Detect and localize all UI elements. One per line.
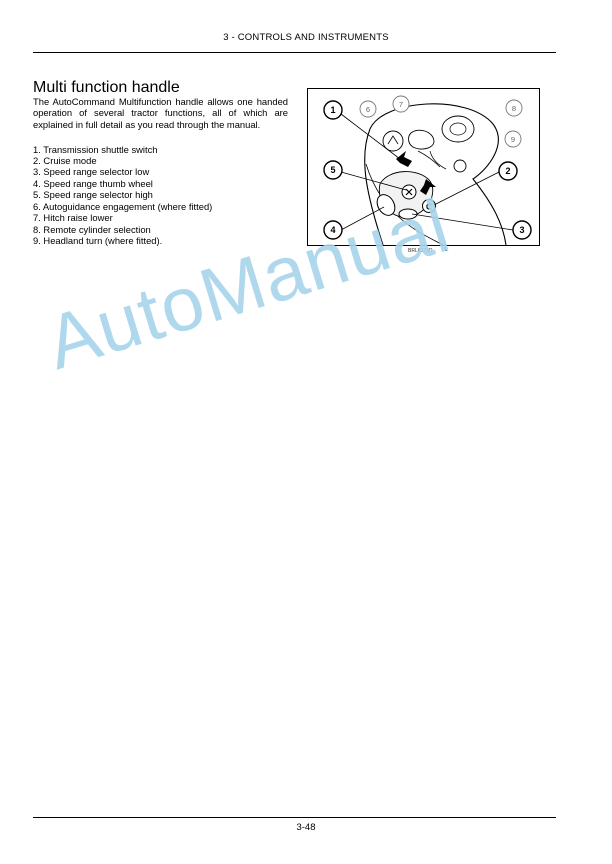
handle-illustration: C 1 2 3 4 5 — [307, 88, 540, 246]
list-item: 9. Headland turn (where fitted). — [33, 235, 163, 247]
callout-9 — [504, 130, 522, 148]
callout-1 — [323, 100, 343, 120]
list-item: 3. Speed range selector low — [33, 166, 150, 178]
list-item: 1. Transmission shuttle switch — [33, 143, 158, 155]
intro-paragraph: The AutoCommand Multifunction handle all… — [33, 96, 288, 130]
list-item: 8. Remote cylinder selection — [33, 223, 151, 235]
handle-drawing: C 1 2 3 4 5 — [323, 95, 532, 246]
list-item: 4. Speed range thumb wheel — [33, 177, 153, 189]
callout-label: 8 — [512, 104, 516, 113]
callout-label: 9 — [511, 135, 515, 144]
page-number: 3-48 — [296, 822, 316, 833]
figure-code: BRL6073D — [408, 248, 433, 254]
callout-label: 1 — [330, 105, 335, 115]
svg-text:C: C — [426, 203, 432, 212]
callout-label: 3 — [519, 225, 524, 235]
header-rule — [33, 52, 556, 53]
callout-7 — [392, 95, 410, 113]
callout-5 — [323, 160, 343, 180]
figure-number: 1 — [444, 247, 448, 253]
list-item: 6. Autoguidance engagement (where fitted… — [33, 200, 213, 212]
list-item: 7. Hitch raise lower — [33, 212, 113, 224]
callout-label: 2 — [505, 166, 510, 176]
callout-4 — [323, 220, 343, 240]
callout-label: 6 — [366, 105, 370, 114]
callout-label: 4 — [330, 225, 335, 235]
callout-label: 7 — [399, 100, 403, 109]
list-item: 5. Speed range selector high — [33, 189, 153, 201]
section-title: Multi function handle — [33, 78, 180, 96]
callout-6 — [359, 100, 377, 118]
callout-2 — [498, 161, 518, 181]
component-list: 1. Transmission shuttle switch 2. Cruise… — [33, 144, 293, 247]
footer-rule — [33, 817, 556, 818]
running-header: 3 - CONTROLS AND INSTRUMENTS — [223, 32, 389, 43]
callout-3 — [512, 220, 532, 240]
callout-8 — [505, 99, 523, 117]
list-item: 2. Cruise mode — [33, 154, 97, 166]
callout-label: 5 — [330, 165, 335, 175]
